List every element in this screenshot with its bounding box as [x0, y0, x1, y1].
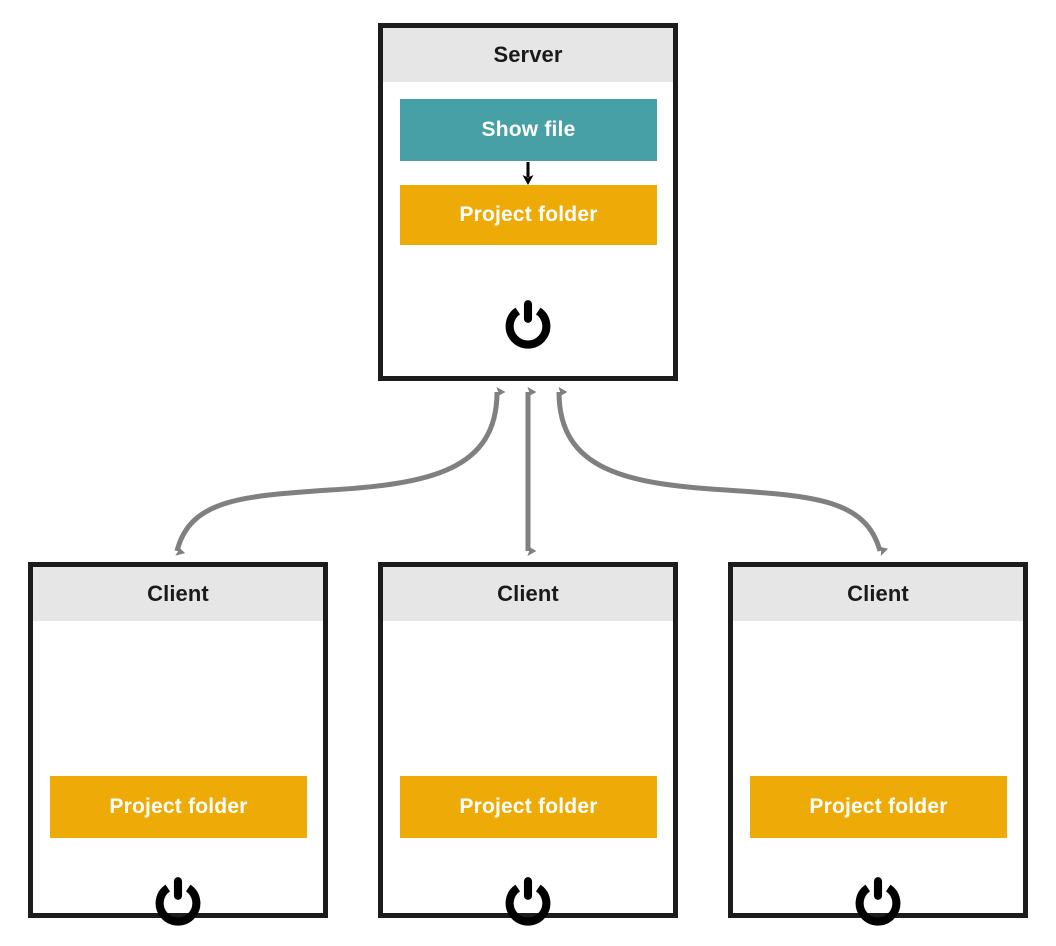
client-1-project-folder-bar[interactable]: Project folder	[50, 776, 307, 838]
client-3-body: Project folder	[733, 621, 1023, 926]
power-icon[interactable]	[851, 875, 905, 929]
server-header: Server	[383, 28, 673, 82]
client-2-header: Client	[383, 567, 673, 621]
client-3-project-folder-bar[interactable]: Project folder	[750, 776, 1007, 838]
power-icon[interactable]	[501, 875, 555, 929]
server-body: Show file Project folder	[383, 82, 673, 381]
client-3-header: Client	[733, 567, 1023, 621]
client-2-header-label: Client	[497, 581, 559, 606]
client-1-header: Client	[33, 567, 323, 621]
client-2-project-folder-label: Project folder	[459, 795, 598, 818]
client-2-body: Project folder	[383, 621, 673, 926]
client-1-header-label: Client	[147, 581, 209, 606]
server-project-folder-label: Project folder	[459, 203, 598, 226]
server-show-file-bar[interactable]: Show file	[400, 99, 657, 161]
server-show-file-label: Show file	[481, 118, 576, 141]
arrow-down-icon	[522, 162, 534, 185]
server-header-label: Server	[493, 42, 563, 67]
client-3-header-label: Client	[847, 581, 909, 606]
server-project-folder-bar[interactable]: Project folder	[400, 185, 657, 245]
power-icon[interactable]	[501, 298, 555, 352]
client-box-1[interactable]: Client Project folder	[28, 562, 328, 926]
connector-server-to-client-3	[556, 387, 889, 556]
client-box-3[interactable]: Client Project folder	[728, 562, 1028, 926]
client-1-project-folder-label: Project folder	[109, 795, 248, 818]
connector-server-to-client-1	[174, 386, 506, 556]
server-box[interactable]: Server Show file Project folder	[378, 23, 678, 381]
client-1-body: Project folder	[33, 621, 323, 926]
power-icon[interactable]	[151, 875, 205, 929]
client-box-2[interactable]: Client Project folder	[378, 562, 678, 926]
client-2-project-folder-bar[interactable]: Project folder	[400, 776, 657, 838]
client-3-project-folder-label: Project folder	[809, 795, 948, 818]
